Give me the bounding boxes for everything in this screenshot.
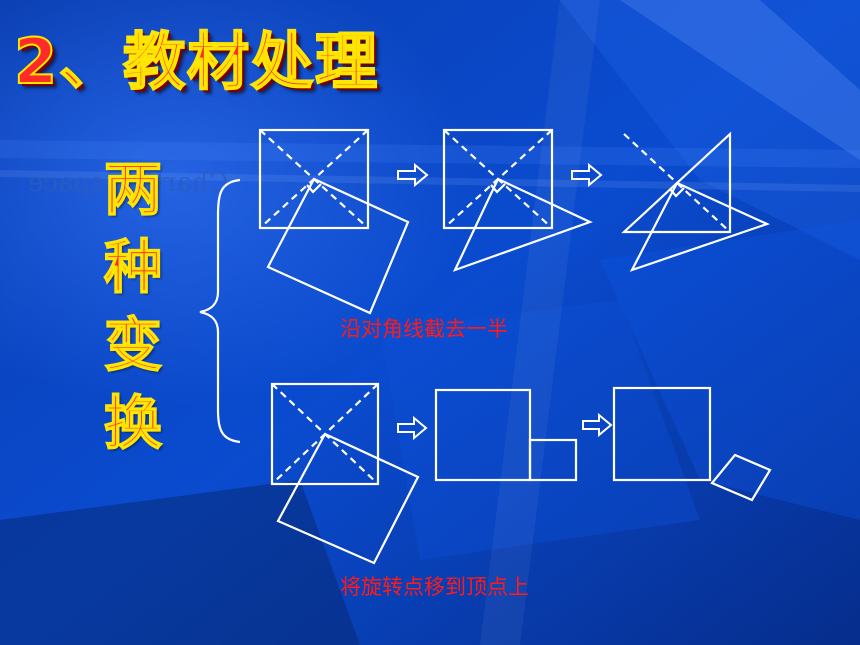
side-label-char-4: 换: [103, 388, 163, 458]
fixed-square: [612, 386, 712, 482]
caption-move-rotation-point: 将旋转点移到顶点上: [340, 575, 529, 599]
row1-figure-square-triangle: [442, 128, 593, 272]
side-label: 两 种 变 换: [100, 150, 166, 462]
fixed-square: [442, 128, 554, 230]
row2-figure-square-rotated: [270, 382, 420, 565]
row1-figure-two-triangles: [621, 131, 770, 272]
right-angle-mark: [306, 183, 322, 194]
rotated-triangle: [629, 181, 770, 272]
curly-brace: [199, 178, 241, 444]
rotated-triangle: [452, 177, 593, 272]
row1-figure-square-rotated: [258, 128, 410, 315]
arrow-icon: [397, 415, 428, 441]
side-label-char-2: 种: [103, 232, 163, 302]
page-title: 2、教材处理: [13, 24, 380, 99]
rotated-square: [276, 432, 420, 565]
right-angle-mark: [669, 187, 685, 198]
small-square: [528, 438, 578, 482]
tilted-small-square: [710, 453, 772, 502]
row2-figure-square-tilted-small: [612, 386, 772, 502]
caption-cut-along-diagonal: 沿对角线截去一半: [340, 317, 508, 341]
rotated-square: [266, 177, 410, 315]
right-angle-mark: [490, 183, 506, 194]
fixed-square: [258, 128, 370, 230]
fixed-square: [270, 382, 380, 486]
arrow-icon: [397, 162, 429, 188]
side-label-char-1: 两: [103, 154, 163, 224]
arrow-icon: [582, 412, 613, 438]
row2-figure-two-squares: [434, 388, 578, 482]
side-label-char-3: 变: [103, 310, 163, 380]
arrow-icon: [571, 162, 603, 188]
fixed-square: [434, 388, 532, 482]
